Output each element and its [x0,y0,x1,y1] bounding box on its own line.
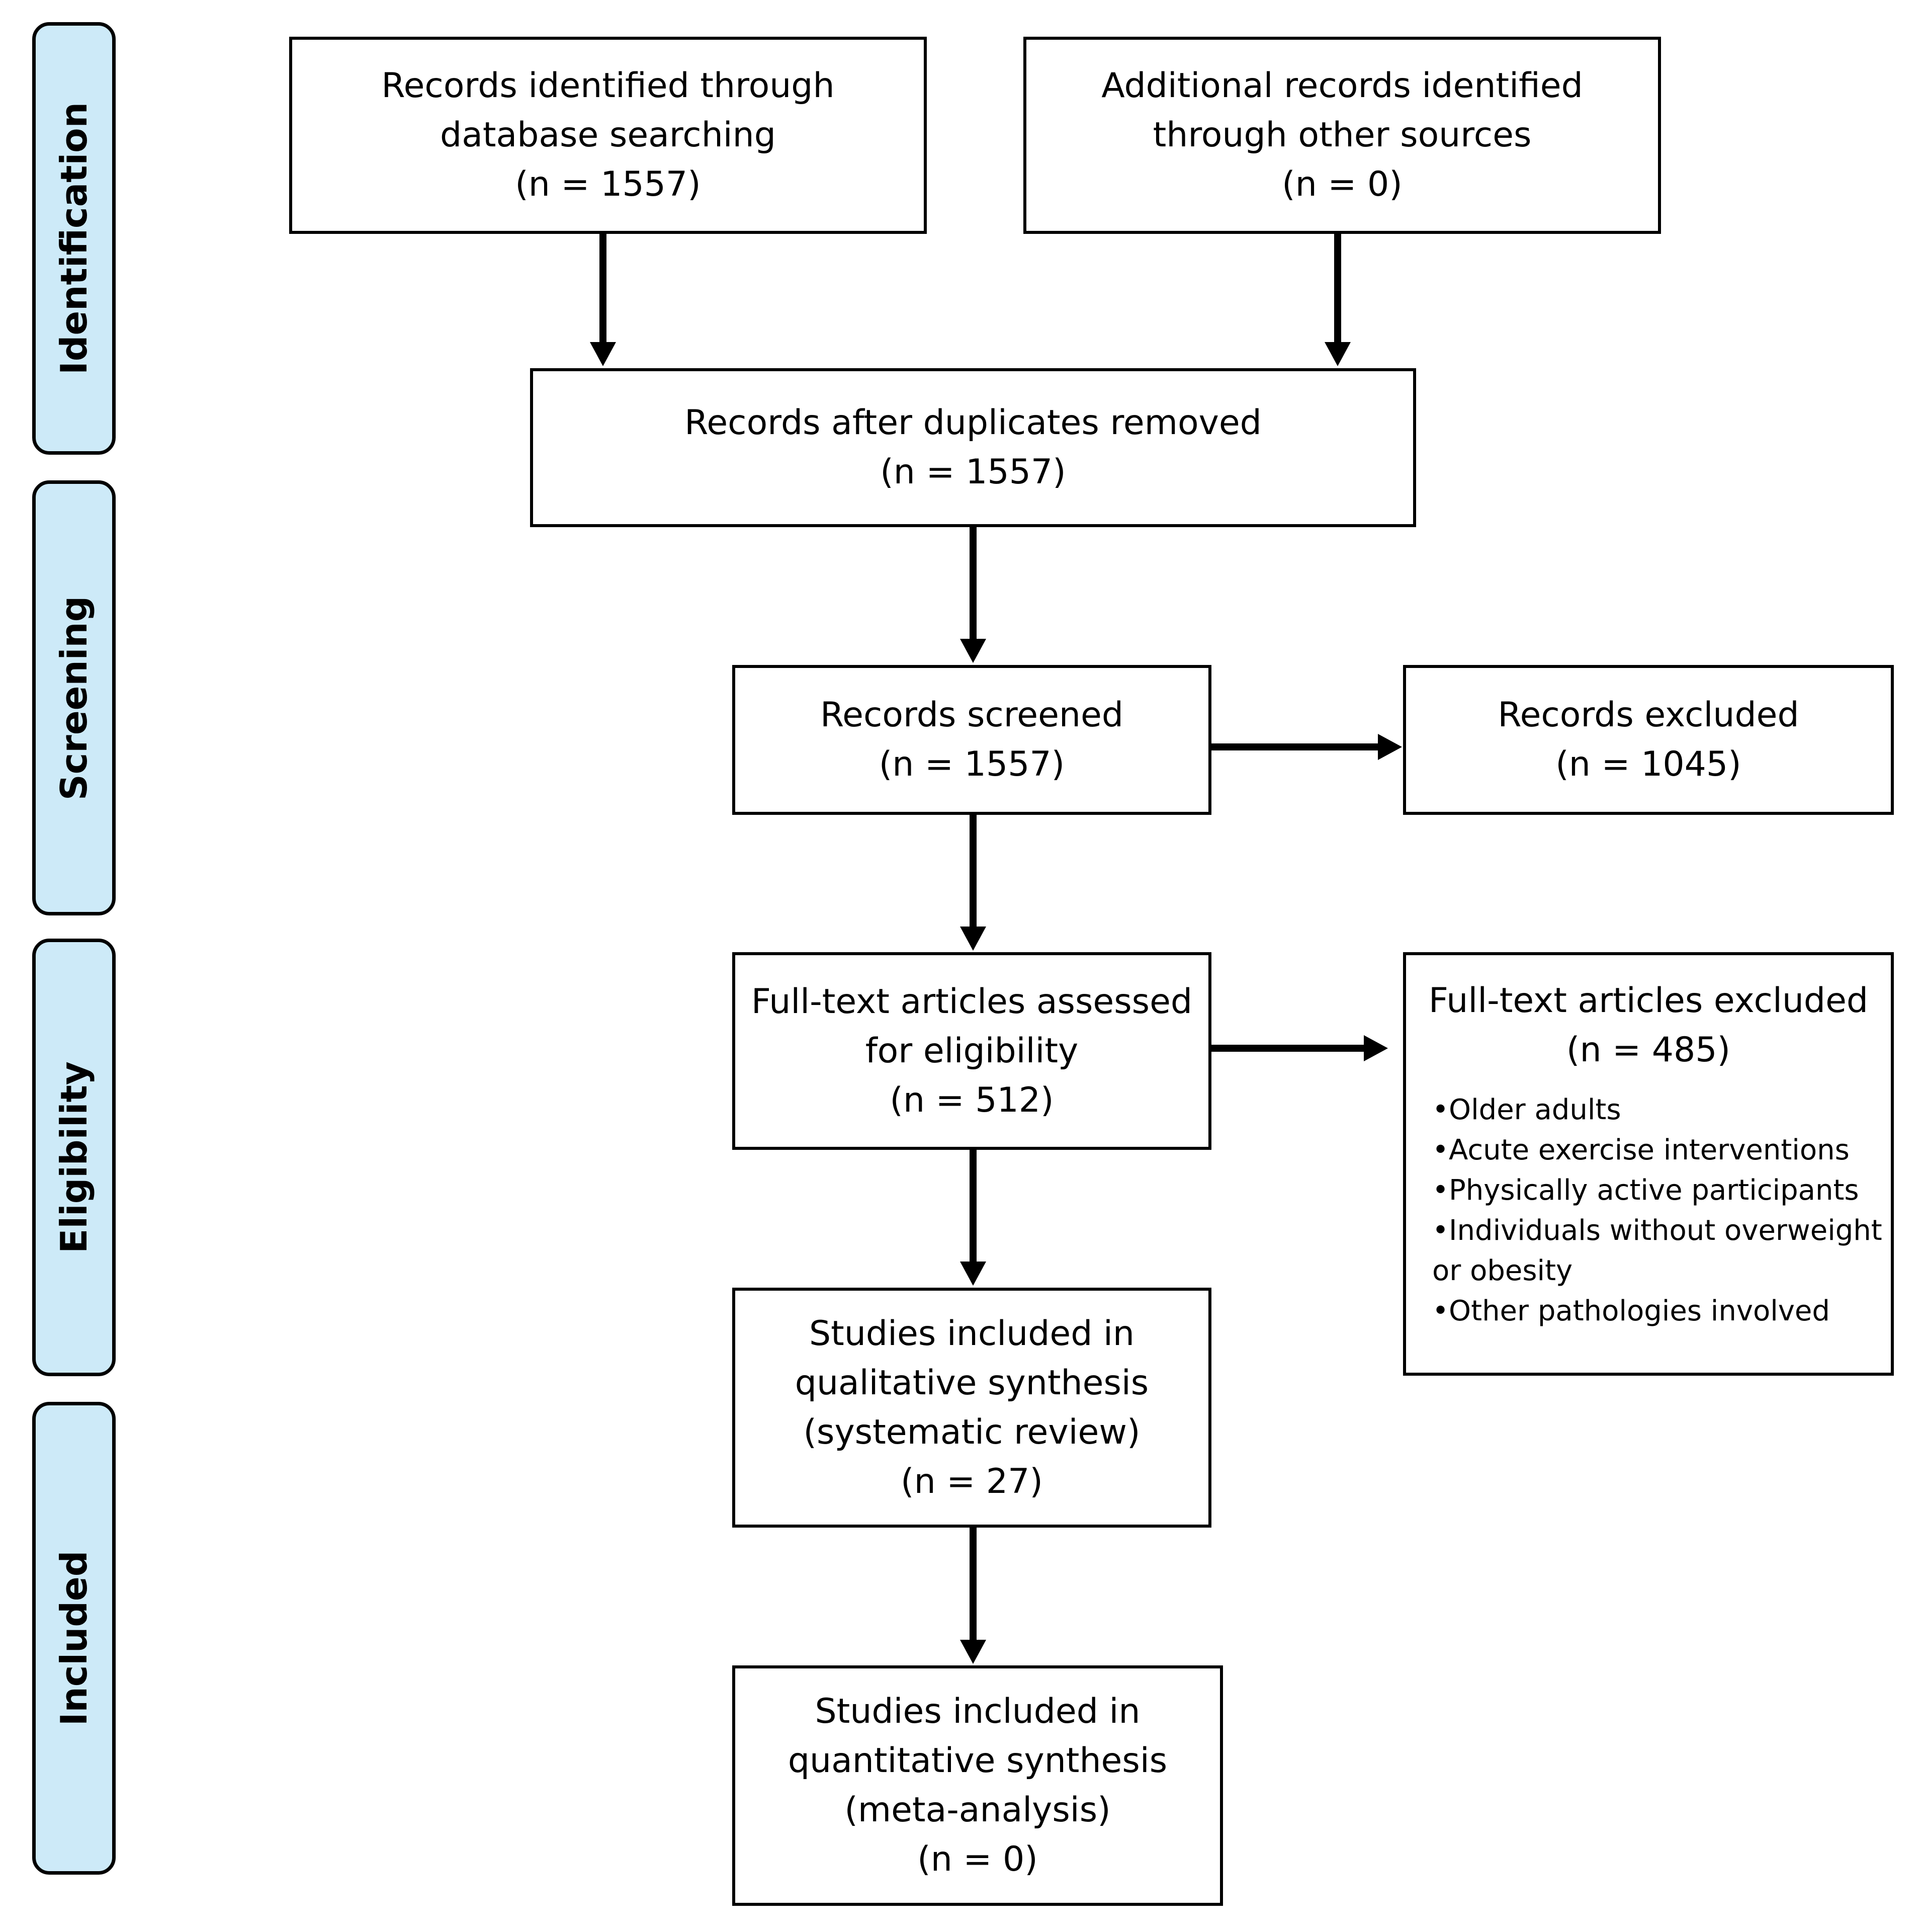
fulltext-excluded-box: Full-text articles excluded (n = 485) •O… [1403,952,1894,1376]
box-count: (n = 27) [901,1461,1043,1501]
box-line: Studies included in [809,1313,1134,1354]
box-line: Records after duplicates removed [684,403,1262,443]
box-line: Records identified through [381,66,835,106]
box-line: Full-text articles excluded [1428,981,1869,1021]
box-count: (n = 485) [1566,1030,1731,1070]
stage-screening: Screening [32,480,116,915]
stage-eligibility: Eligibility [32,939,116,1376]
arrowhead-down [1325,342,1351,366]
box-line: qualitative synthesis [795,1363,1149,1403]
box-line: (systematic review) [803,1412,1141,1452]
box-count: (n = 0) [917,1839,1038,1879]
other-sources-box: Additional records identified through ot… [1023,37,1661,234]
database-records-box: Records identified through database sear… [289,37,927,234]
list-item: •Individuals without overweight [1432,1214,1882,1247]
arrowhead-down [960,1640,986,1664]
stage-included: Included [32,1402,116,1875]
box-line: Additional records identified [1101,66,1583,106]
arrowhead-down [960,1262,986,1286]
box-count: (n = 1045) [1555,744,1741,784]
box-count: (n = 1557) [515,164,701,204]
box-count: (n = 0) [1282,164,1403,204]
arrowhead-down [960,927,986,951]
list-item: •Older adults [1432,1094,1621,1126]
list-item: •Physically active participants [1432,1174,1859,1207]
box-line: quantitative synthesis [788,1741,1168,1781]
stage-identification-label: Identification [53,102,95,375]
box-count: (n = 1557) [879,744,1065,784]
box-line: for eligibility [865,1031,1079,1071]
box-line: Records screened [820,695,1124,735]
records-excluded-box: Records excluded (n = 1045) [1403,665,1894,815]
list-item: •Other pathologies involved [1432,1295,1830,1327]
box-count: (n = 512) [890,1080,1054,1120]
duplicates-removed-box: Records after duplicates removed (n = 15… [530,368,1416,527]
box-line: database searching [440,115,776,155]
box-line: Studies included in [815,1692,1141,1731]
arrowhead-right [1364,1035,1388,1061]
quantitative-synthesis-box: Studies included in quantitative synthes… [732,1665,1223,1906]
arrowhead-down [960,639,986,663]
box-line: Records excluded [1498,695,1799,735]
list-item: or obesity [1432,1254,1573,1287]
stage-identification: Identification [32,22,116,455]
box-line: through other sources [1153,115,1532,155]
arrowhead-right [1378,734,1402,760]
arrowhead-down [590,342,616,366]
stage-screening-label: Screening [53,596,95,800]
list-item: •Acute exercise interventions [1432,1134,1850,1166]
exclusion-reasons-list: •Older adults •Acute exercise interventi… [1406,1090,1891,1331]
records-screened-box: Records screened (n = 1557) [732,665,1211,815]
box-count: (n = 1557) [880,452,1066,492]
stage-included-label: Included [53,1550,95,1726]
stage-eligibility-label: Eligibility [53,1061,95,1253]
qualitative-synthesis-box: Studies included in qualitative synthesi… [732,1288,1211,1528]
box-line: (meta-analysis) [844,1790,1111,1830]
box-line: Full-text articles assessed [751,981,1193,1022]
fulltext-assessed-box: Full-text articles assessed for eligibil… [732,952,1211,1150]
